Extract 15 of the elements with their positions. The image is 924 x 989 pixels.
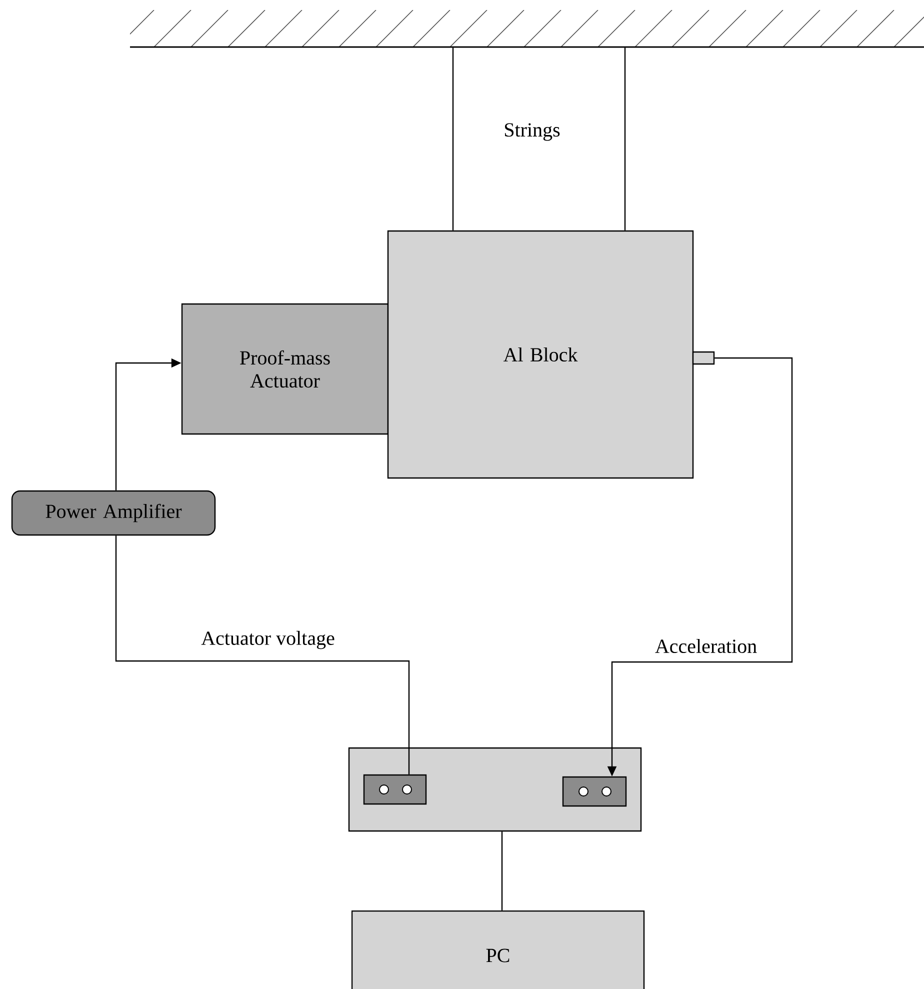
edge-label: Actuator voltage (201, 630, 334, 650)
amplifier-box: Power Amplifier (11, 490, 216, 536)
actuator-box: Proof-mass Actuator (181, 303, 389, 435)
edge-label: Acceleration (655, 638, 757, 654)
sensor-box (692, 351, 715, 365)
connector-line (115, 536, 410, 774)
connector-drawing (363, 774, 427, 805)
ceiling-drawing (130, 10, 924, 48)
text-label: Strings (505, 123, 560, 141)
connector-drawing (562, 776, 627, 807)
connector-line (624, 48, 626, 230)
computer-box: PC (351, 910, 645, 989)
connector-line (452, 48, 454, 230)
connector-line (501, 832, 503, 910)
block-box: Al Block (387, 230, 694, 479)
